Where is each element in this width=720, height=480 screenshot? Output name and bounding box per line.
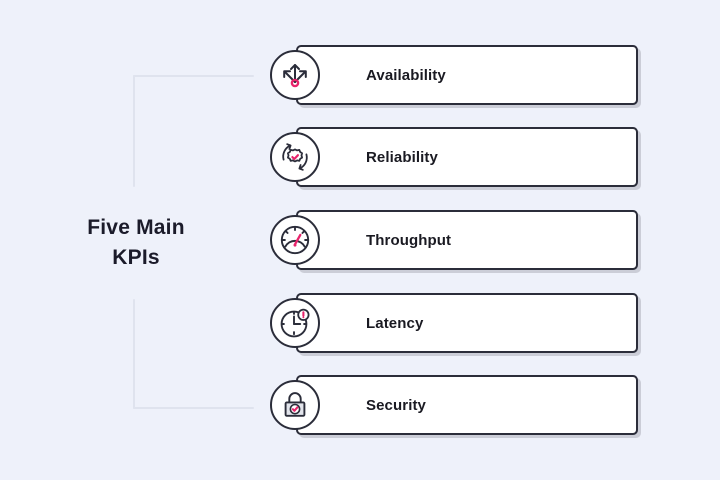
gear-refresh-check-icon <box>270 132 320 182</box>
kpi-label-reliability: Reliability <box>366 148 438 166</box>
padlock-check-icon <box>270 380 320 430</box>
kpi-label-latency: Latency <box>366 314 424 332</box>
diagram-title: Five Main KPIs <box>46 213 226 273</box>
connector-top-horizontal <box>133 75 254 77</box>
connector-top-vertical <box>133 75 135 187</box>
diagram-title-line-1: Five Main <box>87 216 185 239</box>
arrows-radiating-icon <box>270 50 320 100</box>
kpi-card-availability[interactable] <box>296 45 638 105</box>
kpi-card-reliability[interactable] <box>296 127 638 187</box>
kpi-card-latency[interactable] <box>296 293 638 353</box>
clock-alert-icon <box>270 298 320 348</box>
kpi-card-security[interactable] <box>296 375 638 435</box>
kpi-label-throughput: Throughput <box>366 231 452 249</box>
diagram-title-line-2: KPIs <box>112 246 160 269</box>
connector-bottom-vertical <box>133 299 135 409</box>
connector-bottom-horizontal <box>133 407 254 409</box>
speedometer-gauge-icon <box>270 215 320 265</box>
kpi-label-availability: Availability <box>366 66 446 84</box>
kpi-card-throughput[interactable] <box>296 210 638 270</box>
kpi-label-security: Security <box>366 396 426 414</box>
